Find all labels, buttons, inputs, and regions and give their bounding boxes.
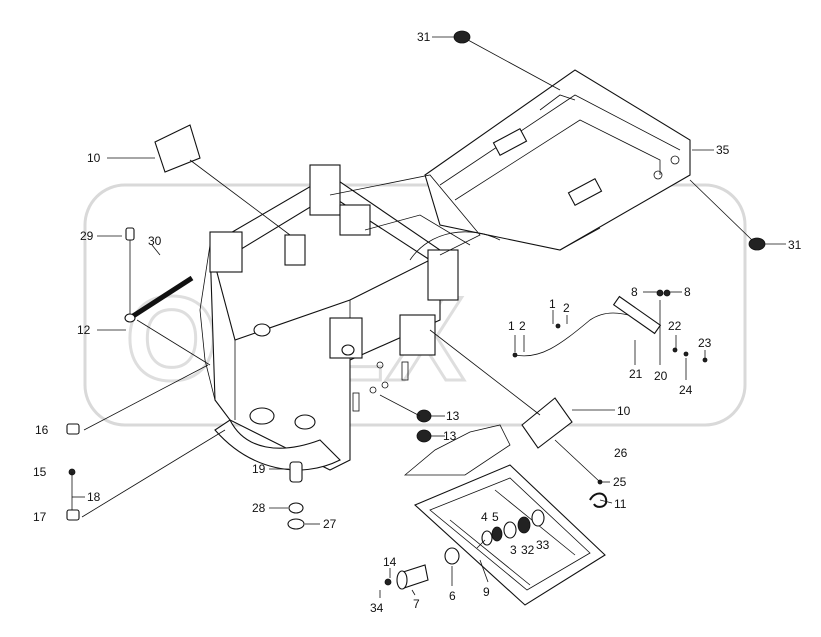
part-3-ring <box>503 521 517 539</box>
part-13-bushing-a <box>416 409 432 423</box>
part-21-hose <box>514 312 641 357</box>
part-10-top <box>154 124 201 173</box>
part-5-ring <box>491 526 503 542</box>
part-27-washer <box>287 518 305 530</box>
part-13-bushing-b <box>416 429 432 443</box>
callout-1-b: 1 <box>549 297 556 311</box>
callout-13-a: 13 <box>446 409 460 423</box>
callout-5: 5 <box>492 510 499 524</box>
part-33-ring <box>531 509 545 527</box>
part-14-bolt <box>384 578 392 586</box>
part-10-right <box>521 397 573 449</box>
callout-14: 14 <box>383 555 397 569</box>
callout-8-a: 8 <box>631 285 638 299</box>
callout-27: 27 <box>323 517 337 531</box>
callout-31-top: 31 <box>417 30 431 44</box>
part-6-bushing <box>444 547 460 565</box>
callout-29: 29 <box>80 229 94 243</box>
callout-34: 34 <box>370 601 384 615</box>
callout-1-a: 1 <box>508 319 515 333</box>
callout-13-b: 13 <box>443 429 457 443</box>
callout-8-b: 8 <box>684 285 691 299</box>
part-17-pin <box>66 509 80 521</box>
callout-3: 3 <box>510 543 517 557</box>
callout-20: 20 <box>654 369 668 383</box>
callout-22: 22 <box>668 319 682 333</box>
callout-23: 23 <box>698 336 712 350</box>
callout-24: 24 <box>679 383 693 397</box>
part-31-top <box>453 30 471 44</box>
part-11-clip <box>589 492 608 508</box>
callout-21: 21 <box>629 367 643 381</box>
callout-33: 33 <box>536 538 550 552</box>
callout-19: 19 <box>252 462 266 476</box>
leader-lines <box>72 36 786 598</box>
callout-6: 6 <box>449 589 456 603</box>
callout-16: 16 <box>35 423 49 437</box>
callout-12: 12 <box>77 323 91 337</box>
part-30-pin <box>128 275 194 321</box>
part-28-washer <box>288 502 304 514</box>
callout-28: 28 <box>252 501 266 515</box>
callout-2-b: 2 <box>563 301 570 315</box>
parts <box>66 30 766 606</box>
part-16-pin <box>66 423 80 435</box>
callout-10-right: 10 <box>617 404 631 418</box>
callout-17: 17 <box>33 510 47 524</box>
callout-35: 35 <box>716 143 730 157</box>
callout-30: 30 <box>148 234 162 248</box>
callouts: 31 31 35 10 10 29 30 12 16 15 18 17 19 2… <box>33 30 802 615</box>
main-frame <box>199 69 691 471</box>
callout-15: 15 <box>33 465 47 479</box>
part-21-bracket <box>612 295 662 335</box>
callout-25: 25 <box>613 475 627 489</box>
part-29-bolt <box>125 227 135 241</box>
part-4-ring <box>481 530 493 546</box>
part-19-sleeve <box>289 461 303 483</box>
callout-2-a: 2 <box>519 319 526 333</box>
part-32-ring <box>517 516 531 534</box>
callout-10-top: 10 <box>87 151 101 165</box>
callout-26: 26 <box>614 446 628 460</box>
callout-4: 4 <box>481 510 488 524</box>
callout-18: 18 <box>87 490 101 504</box>
callout-7: 7 <box>413 597 420 611</box>
callout-32: 32 <box>521 543 535 557</box>
callout-31-right: 31 <box>788 238 802 252</box>
callout-11: 11 <box>614 497 627 511</box>
callout-9: 9 <box>483 585 490 599</box>
